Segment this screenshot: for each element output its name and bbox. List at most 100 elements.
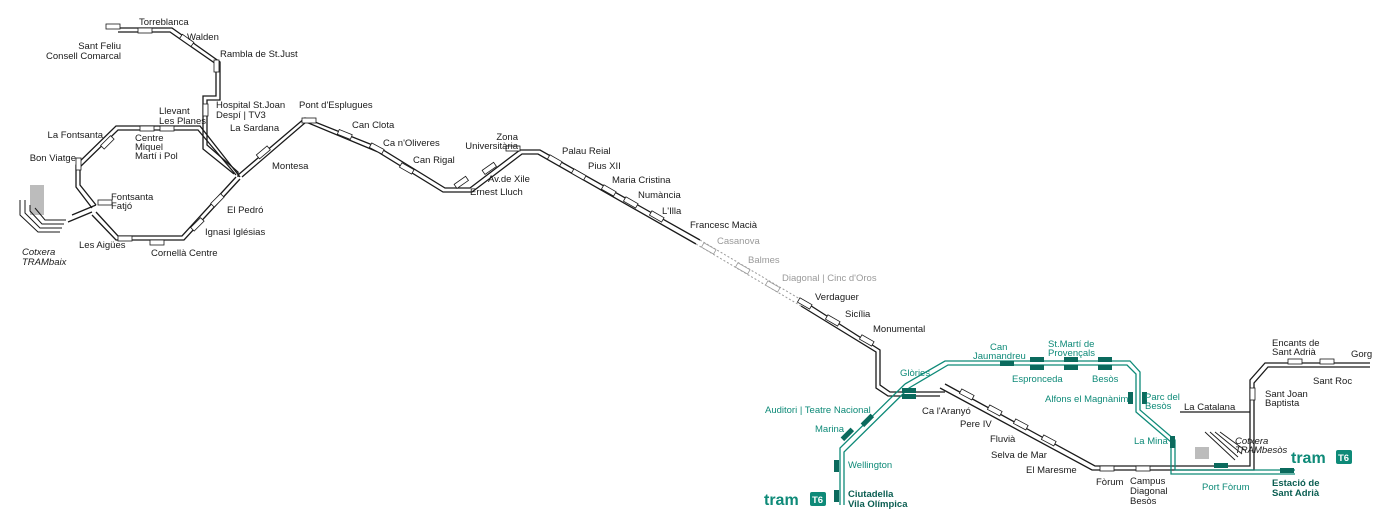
station-marker[interactable] bbox=[255, 145, 271, 160]
station-marker[interactable] bbox=[840, 427, 855, 442]
station-marker[interactable] bbox=[178, 33, 195, 48]
station-label[interactable]: Fatjó bbox=[111, 201, 132, 212]
station-label[interactable]: Hospital St.Joan bbox=[216, 100, 285, 111]
station-label[interactable]: La Fontsanta bbox=[48, 130, 104, 141]
station-marker[interactable] bbox=[546, 154, 563, 167]
station-marker[interactable] bbox=[213, 59, 220, 73]
station-marker[interactable] bbox=[734, 262, 751, 275]
station-label[interactable]: Ignasi Iglésias bbox=[205, 227, 265, 238]
station-marker[interactable] bbox=[1287, 358, 1303, 365]
station-label[interactable]: Pont d'Esplugues bbox=[299, 100, 373, 111]
station-marker[interactable] bbox=[368, 142, 385, 155]
station-label[interactable]: Verdaguer bbox=[815, 292, 859, 303]
station-marker[interactable] bbox=[902, 394, 916, 399]
station-marker[interactable] bbox=[505, 145, 521, 152]
station-marker[interactable] bbox=[1280, 468, 1294, 473]
station-label[interactable]: Cornellà Centre bbox=[151, 248, 218, 259]
station-marker[interactable] bbox=[1142, 392, 1147, 404]
station-marker[interactable] bbox=[860, 413, 875, 428]
station-marker[interactable] bbox=[453, 175, 470, 190]
station-label[interactable]: Ca l'Aranyó bbox=[922, 406, 971, 417]
station-marker[interactable] bbox=[1170, 436, 1175, 448]
station-label[interactable]: Numància bbox=[638, 190, 681, 201]
station-marker[interactable] bbox=[202, 103, 209, 117]
station-label[interactable]: Monumental bbox=[873, 324, 925, 335]
station-label[interactable]: Pere IV bbox=[960, 419, 992, 430]
station-label[interactable]: Alfons el Magnànim bbox=[1045, 394, 1129, 405]
station-marker[interactable] bbox=[858, 334, 875, 347]
station-label[interactable]: Miquel bbox=[135, 142, 163, 153]
station-marker[interactable] bbox=[398, 162, 415, 175]
station-marker[interactable] bbox=[210, 193, 225, 208]
station-label[interactable]: Sant Feliu bbox=[78, 41, 121, 52]
station-label[interactable]: L'Illa bbox=[662, 206, 682, 217]
station-label[interactable]: Besòs bbox=[1130, 496, 1157, 507]
station-label[interactable]: Besòs bbox=[1092, 374, 1119, 385]
station-label[interactable]: Port Fòrum bbox=[1202, 482, 1250, 493]
station-marker[interactable] bbox=[1214, 463, 1228, 468]
station-label[interactable]: Balmes bbox=[748, 255, 780, 266]
station-marker[interactable] bbox=[1128, 392, 1133, 404]
station-label[interactable]: Glòries bbox=[900, 368, 930, 379]
station-label[interactable]: El Pedró bbox=[227, 205, 263, 216]
station-label[interactable]: Av.de Xile bbox=[488, 174, 530, 185]
station-label[interactable]: Jaumandreu bbox=[973, 351, 1026, 362]
station-marker[interactable] bbox=[1099, 465, 1115, 472]
station-marker[interactable] bbox=[834, 460, 839, 472]
station-label[interactable]: Wellington bbox=[848, 460, 892, 471]
station-marker[interactable] bbox=[700, 242, 717, 255]
station-label[interactable]: Campus bbox=[1130, 476, 1166, 487]
station-label[interactable]: Sant Adrià bbox=[1272, 488, 1320, 499]
station-marker[interactable] bbox=[622, 196, 639, 209]
station-label[interactable]: Zona bbox=[496, 132, 518, 143]
station-label[interactable]: Estació de bbox=[1272, 478, 1320, 489]
station-label[interactable]: Palau Reial bbox=[562, 146, 611, 157]
station-label[interactable]: Martí i Pol bbox=[135, 151, 178, 162]
station-label[interactable]: Casanova bbox=[717, 236, 760, 247]
station-label[interactable]: Marina bbox=[815, 424, 845, 435]
station-marker[interactable] bbox=[986, 404, 1003, 417]
station-marker[interactable] bbox=[1098, 357, 1112, 362]
station-marker[interactable] bbox=[1040, 434, 1057, 447]
station-label[interactable]: El Maresme bbox=[1026, 465, 1077, 476]
station-label[interactable]: La Sardana bbox=[230, 123, 280, 134]
station-marker[interactable] bbox=[958, 388, 975, 401]
station-label[interactable]: St.Martí de bbox=[1048, 339, 1094, 350]
station-marker[interactable] bbox=[1030, 357, 1044, 362]
station-label[interactable]: Bon Viatge bbox=[30, 153, 76, 164]
station-marker[interactable] bbox=[105, 23, 121, 30]
station-marker[interactable] bbox=[97, 199, 113, 206]
station-marker[interactable] bbox=[764, 280, 781, 293]
station-label[interactable]: Ernest Lluch bbox=[470, 187, 523, 198]
station-label[interactable]: Les Planes bbox=[159, 116, 206, 127]
station-label[interactable]: Rambla de St.Just bbox=[220, 49, 298, 60]
station-label[interactable]: Despí | TV3 bbox=[216, 110, 266, 121]
station-label[interactable]: Espronceda bbox=[1012, 374, 1063, 385]
station-label[interactable]: Fluvià bbox=[990, 434, 1016, 445]
station-label[interactable]: Gorg bbox=[1351, 349, 1372, 360]
station-label[interactable]: Ciutadella bbox=[848, 489, 894, 500]
station-label[interactable]: La Mina bbox=[1134, 436, 1169, 447]
station-marker[interactable] bbox=[137, 27, 153, 34]
station-marker[interactable] bbox=[824, 314, 841, 327]
station-marker[interactable] bbox=[796, 297, 813, 310]
station-marker[interactable] bbox=[1319, 358, 1335, 365]
station-label[interactable]: Parc del bbox=[1145, 392, 1180, 403]
station-label[interactable]: Besòs bbox=[1145, 401, 1172, 412]
station-label[interactable]: Sant Joan bbox=[1265, 389, 1308, 400]
station-marker[interactable] bbox=[190, 217, 205, 232]
station-marker[interactable] bbox=[1030, 365, 1044, 370]
station-label[interactable]: La Catalana bbox=[1184, 402, 1236, 413]
station-marker[interactable] bbox=[159, 125, 175, 132]
station-marker[interactable] bbox=[117, 235, 133, 242]
station-label[interactable]: Diagonal | Cinc d'Oros bbox=[782, 273, 877, 284]
station-marker[interactable] bbox=[336, 129, 353, 140]
station-label[interactable]: Sant Adrià bbox=[1272, 347, 1317, 358]
station-marker[interactable] bbox=[1000, 361, 1014, 366]
station-marker[interactable] bbox=[1064, 365, 1078, 370]
station-marker[interactable] bbox=[1249, 387, 1256, 401]
station-marker[interactable] bbox=[570, 168, 587, 181]
station-label[interactable]: Can Clota bbox=[352, 120, 395, 131]
station-marker[interactable] bbox=[481, 161, 498, 176]
station-label[interactable]: Francesc Macià bbox=[690, 220, 758, 231]
